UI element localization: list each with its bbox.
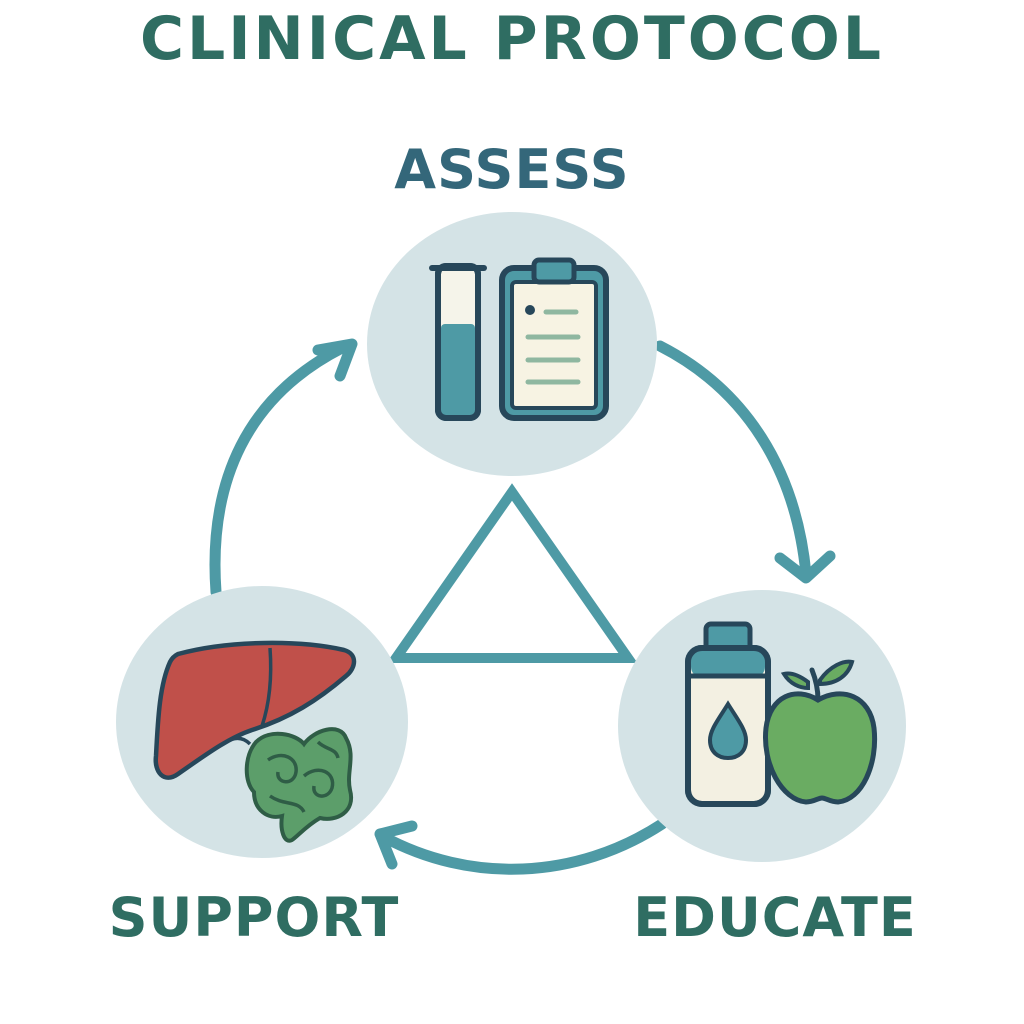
center-triangle — [386, 483, 638, 663]
support-label: SUPPORT — [108, 886, 400, 949]
arrowhead-to-assess — [312, 338, 358, 382]
cycle-arrows — [209, 338, 836, 875]
liver-icon — [153, 640, 357, 780]
diagram-title: CLINICAL PROTOCOL — [139, 4, 885, 74]
test-tube-icon — [429, 263, 487, 421]
educate-node — [618, 590, 906, 862]
arrowhead-to-educate — [774, 550, 836, 584]
intestine-icon — [244, 727, 354, 843]
clipboard-icon — [499, 257, 609, 421]
apple-icon — [762, 659, 878, 805]
arrow-educate-to-support — [376, 818, 668, 875]
arrow-support-to-assess — [209, 342, 348, 598]
educate-label: EDUCATE — [633, 886, 917, 949]
assess-node — [367, 212, 657, 476]
water-bottle-icon — [685, 621, 771, 807]
assess-label: ASSESS — [394, 138, 630, 201]
arrow-assess-to-educate — [654, 340, 812, 580]
arrowhead-to-support — [374, 820, 418, 870]
support-node — [116, 586, 408, 858]
